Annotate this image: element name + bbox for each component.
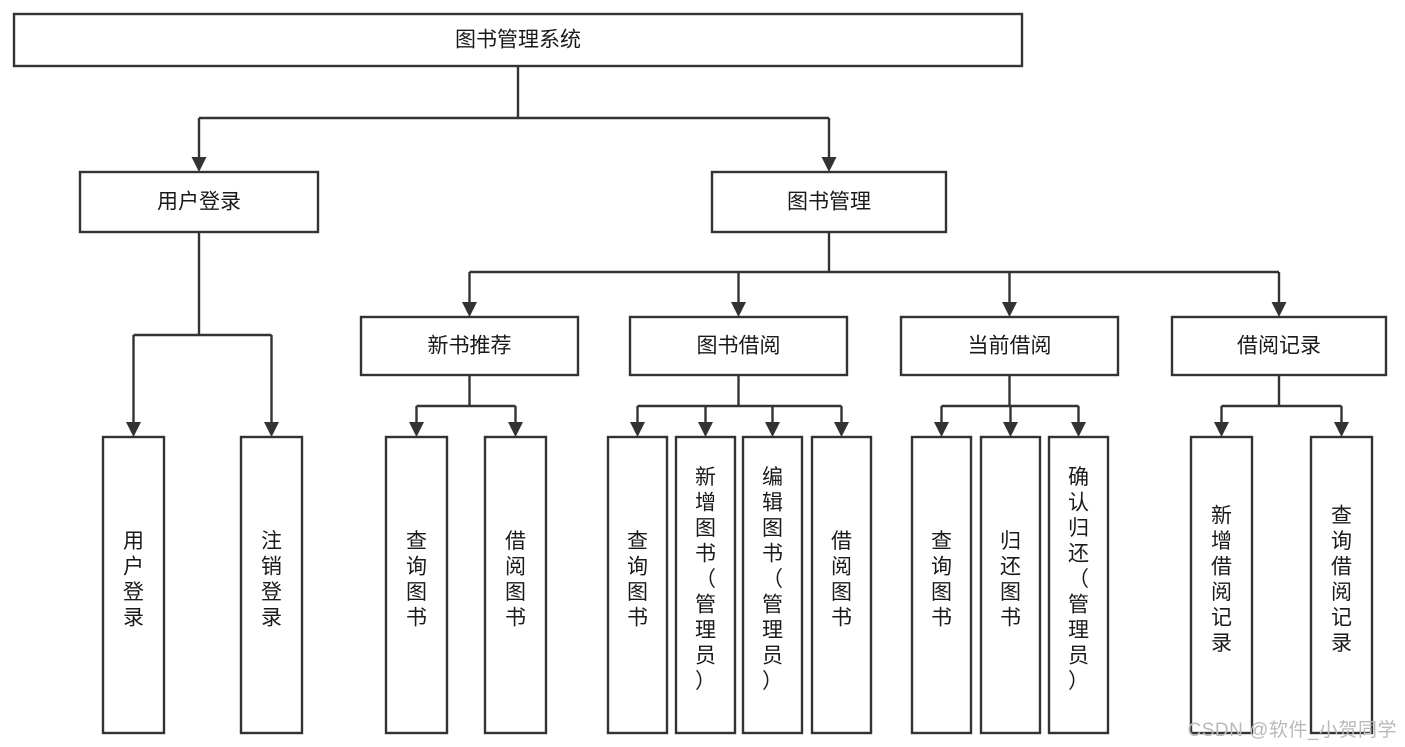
node-label: 新增图书（管理员）	[695, 466, 716, 693]
arrow-head-icon	[1271, 302, 1287, 317]
node-label: 确认归还（管理员）	[1068, 466, 1089, 693]
node-label: 编辑图书（管理员）	[762, 466, 783, 693]
arrow-head-icon	[630, 422, 645, 437]
arrow-head-icon	[191, 157, 207, 172]
node-box	[979, 435, 1042, 735]
node-label: 图书管理系统	[455, 29, 581, 52]
node-label: 新增借阅记录	[1211, 504, 1232, 655]
node-label: 图书管理	[787, 191, 871, 214]
node-query-book-1[interactable]: 查询图书	[384, 435, 449, 735]
arrow-head-icon	[264, 422, 279, 437]
node-box	[483, 435, 548, 735]
node-box	[1170, 315, 1388, 377]
arrow-head-icon	[508, 422, 523, 437]
node-label: 注销登录	[261, 530, 282, 630]
node-borrow-book-1[interactable]: 借阅图书	[483, 435, 548, 735]
node-label: 查询图书	[406, 530, 427, 630]
arrow-head-icon	[834, 422, 849, 437]
node-book-borrow[interactable]: 图书借阅	[628, 315, 849, 377]
node-label: 新书推荐	[428, 335, 512, 358]
node-label: 查询图书	[931, 530, 952, 630]
node-box	[899, 315, 1120, 377]
node-user-login-action[interactable]: 用户登录	[101, 435, 166, 735]
arrow-head-icon	[1334, 422, 1349, 437]
node-box	[239, 435, 304, 735]
node-query-borrow-record[interactable]: 查询借阅记录	[1309, 435, 1374, 735]
node-return-book[interactable]: 归还图书	[979, 435, 1042, 735]
arrow-head-icon	[821, 157, 837, 172]
node-edit-book-admin[interactable]: 编辑图书（管理员）	[741, 435, 804, 735]
node-box	[78, 170, 320, 234]
node-box	[810, 435, 873, 735]
node-query-book-2[interactable]: 查询图书	[606, 435, 669, 735]
node-borrow-record[interactable]: 借阅记录	[1170, 315, 1388, 377]
node-label: 归还图书	[1000, 530, 1021, 630]
node-label: 借阅图书	[505, 530, 526, 630]
node-user-login[interactable]: 用户登录	[78, 170, 320, 234]
node-borrow-book-2[interactable]: 借阅图书	[810, 435, 873, 735]
node-box	[674, 435, 737, 735]
node-label: 用户登录	[157, 191, 241, 214]
node-label: 用户登录	[123, 530, 144, 630]
node-add-borrow-record[interactable]: 新增借阅记录	[1189, 435, 1254, 735]
arrow-head-icon	[731, 302, 746, 317]
node-query-book-3[interactable]: 查询图书	[910, 435, 973, 735]
node-user-logout[interactable]: 注销登录	[239, 435, 304, 735]
node-layer: 图书管理系统用户登录用户登录注销登录图书管理新书推荐查询图书借阅图书图书借阅查询…	[12, 12, 1388, 735]
arrow-head-icon	[698, 422, 713, 437]
node-label: 查询借阅记录	[1331, 504, 1352, 655]
arrow-head-icon	[1002, 302, 1017, 317]
node-box	[101, 435, 166, 735]
arrow-head-icon	[126, 422, 141, 437]
node-box	[1309, 435, 1374, 735]
arrow-head-icon	[462, 302, 477, 317]
node-label: 当前借阅	[968, 335, 1052, 358]
node-box	[710, 170, 948, 234]
arrow-head-icon	[1003, 422, 1018, 437]
node-root[interactable]: 图书管理系统	[12, 12, 1024, 68]
node-label: 图书借阅	[697, 335, 781, 358]
node-box	[628, 315, 849, 377]
node-box	[1047, 435, 1110, 735]
arrow-head-icon	[934, 422, 949, 437]
node-box	[741, 435, 804, 735]
node-label: 借阅图书	[831, 530, 852, 630]
watermark-text: CSDN @软件_小贺同学	[1187, 720, 1397, 741]
node-label: 查询图书	[627, 530, 648, 630]
node-box	[1189, 435, 1254, 735]
node-label: 借阅记录	[1237, 335, 1321, 358]
arrow-head-icon	[409, 422, 424, 437]
node-new-book-recommend[interactable]: 新书推荐	[359, 315, 580, 377]
node-current-borrow[interactable]: 当前借阅	[899, 315, 1120, 377]
node-box	[359, 315, 580, 377]
node-box	[606, 435, 669, 735]
node-box	[384, 435, 449, 735]
arrow-head-icon	[1071, 422, 1086, 437]
node-confirm-return-admin[interactable]: 确认归还（管理员）	[1047, 435, 1110, 735]
arrow-head-icon	[765, 422, 780, 437]
node-book-management[interactable]: 图书管理	[710, 170, 948, 234]
node-box	[910, 435, 973, 735]
node-add-book-admin[interactable]: 新增图书（管理员）	[674, 435, 737, 735]
connector-layer	[126, 66, 1349, 437]
node-box	[12, 12, 1024, 68]
arrow-head-icon	[1214, 422, 1229, 437]
